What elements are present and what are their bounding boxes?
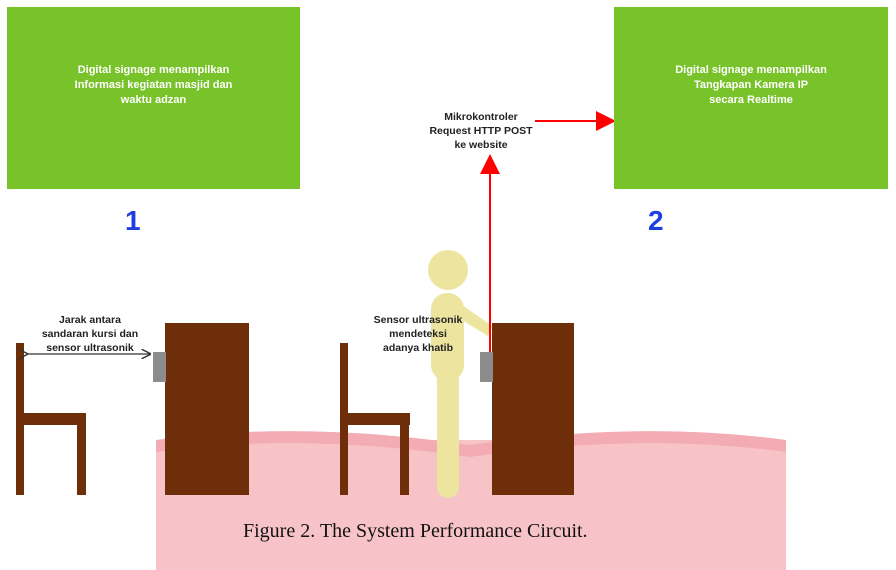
chair-right bbox=[340, 343, 410, 495]
label-number-2: 2 bbox=[648, 205, 664, 236]
sensor-right bbox=[480, 352, 493, 382]
signage-left-text: Digital signage menampilkan Informasi ke… bbox=[74, 63, 233, 106]
desk-right bbox=[492, 323, 574, 495]
figure-caption: Figure 2. The System Performance Circuit… bbox=[243, 520, 588, 542]
watermark-banner bbox=[156, 431, 786, 570]
desk-left bbox=[165, 323, 249, 495]
sensor-note: Sensor ultrasonik mendeteksi adanya khat… bbox=[373, 314, 463, 354]
signage-screen-left: Digital signage menampilkan Informasi ke… bbox=[7, 7, 300, 189]
signage-screen-right: Digital signage menampilkan Tangkapan Ka… bbox=[614, 7, 888, 189]
chair-left bbox=[16, 343, 86, 495]
signage-right-text: Digital signage menampilkan Tangkapan Ka… bbox=[675, 63, 827, 106]
person-khatib bbox=[428, 250, 492, 498]
label-number-1: 1 bbox=[125, 205, 141, 236]
distance-note: Jarak antara sandaran kursi dan sensor u… bbox=[41, 314, 139, 354]
sensor-left bbox=[153, 352, 166, 382]
microcontroller-note: Mikrokontroler Request HTTP POST ke webs… bbox=[429, 111, 533, 151]
